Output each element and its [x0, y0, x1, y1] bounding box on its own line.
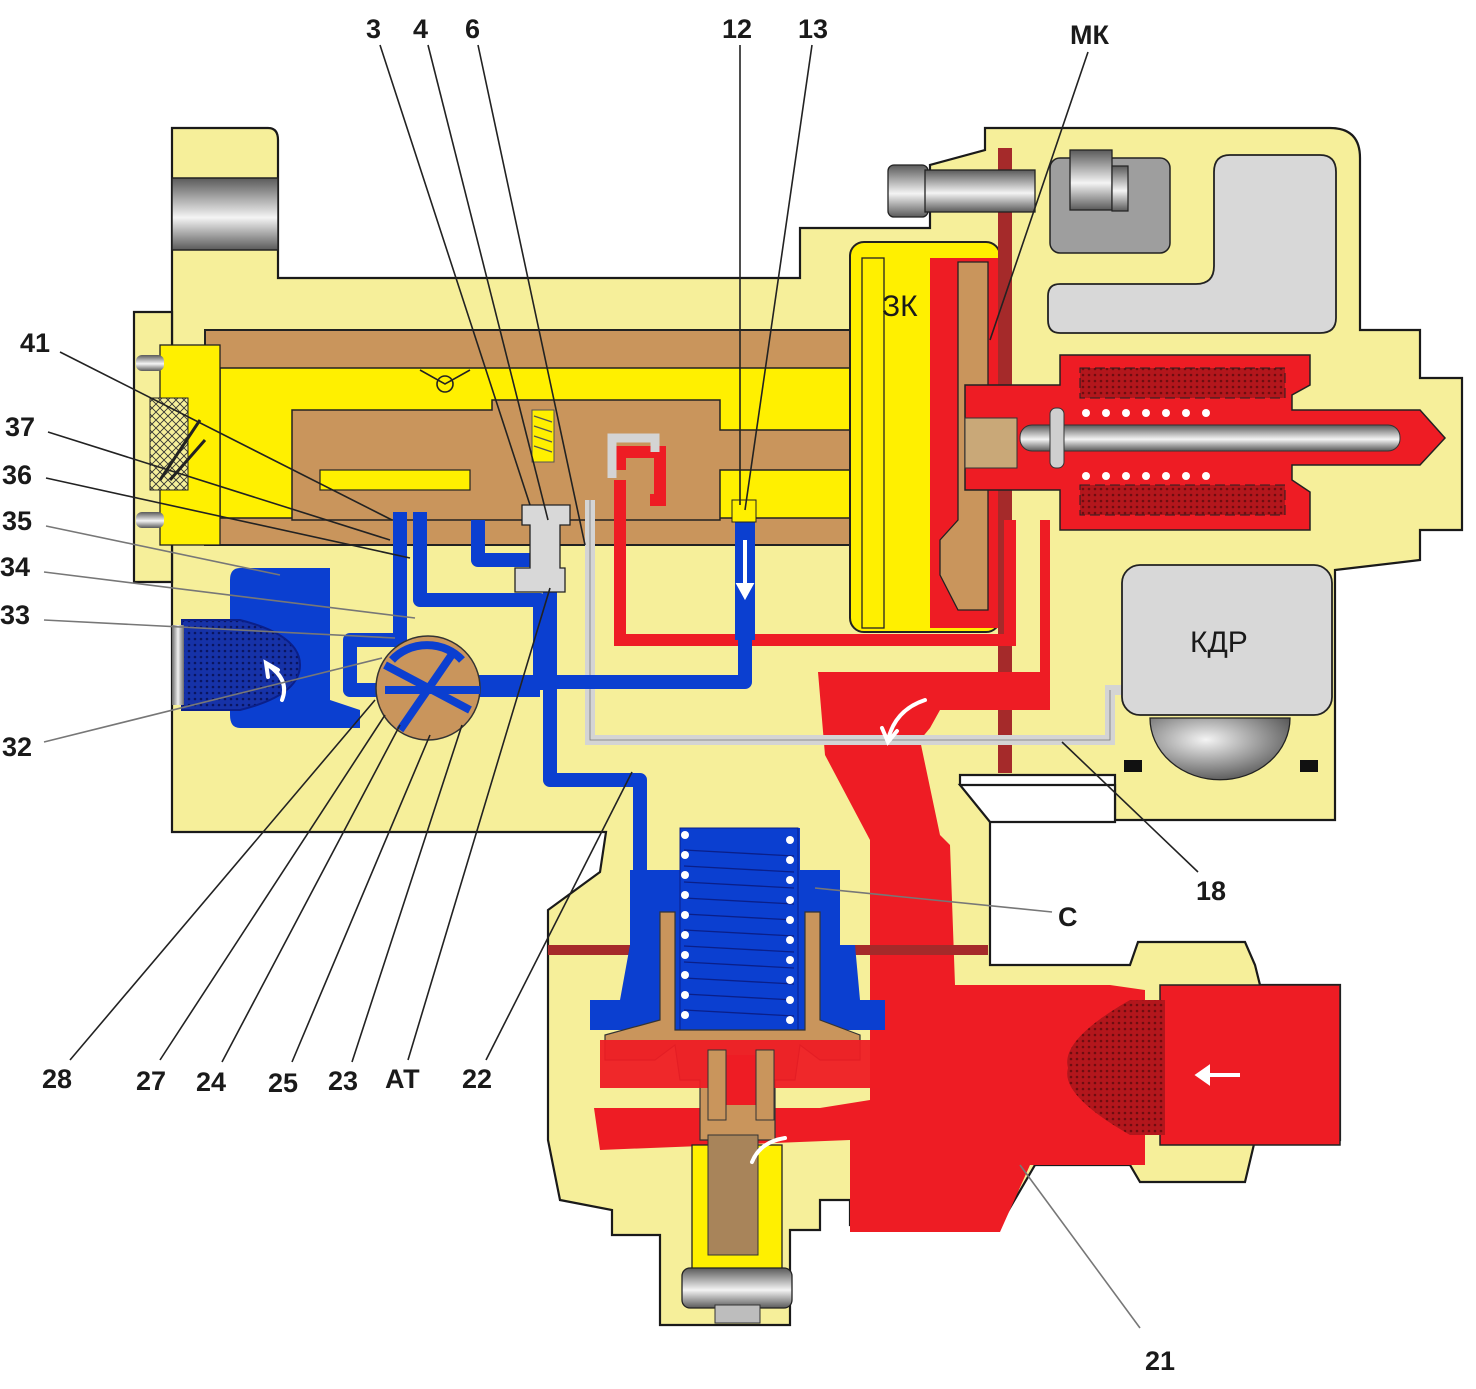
callout-32: 32: [2, 732, 32, 762]
piston-spring-small: [531, 409, 555, 463]
zk-label: ЗК: [882, 290, 918, 323]
diaphragm-spring-dots: [681, 831, 794, 1024]
callout-3: 3: [366, 14, 381, 44]
yellow-seat: [731, 499, 757, 523]
left-end-cap: [136, 344, 221, 546]
kdr-chamber: КДР: [1121, 564, 1333, 781]
callout-c: С: [1058, 902, 1078, 932]
straight-arrow-icon: [735, 540, 1240, 1086]
adjusting-bolt: [887, 149, 1171, 254]
latch-pivot: [419, 369, 471, 393]
blue-filter-cap: [181, 619, 302, 711]
bottom-plug: [681, 1134, 793, 1324]
callout-12: 12: [722, 14, 752, 44]
main-red-channel: [594, 520, 1145, 1232]
callout-37: 37: [5, 412, 35, 442]
leader-lines: [43, 44, 1199, 1329]
piston-inner-slot: [319, 469, 471, 491]
callout-28: 28: [42, 1064, 72, 1094]
callout-23: 23: [328, 1066, 358, 1096]
rotary-valve-ports: [383, 641, 480, 733]
callout-24: 24: [196, 1067, 226, 1097]
spring-coil-dots: [1082, 409, 1210, 480]
threaded-nut: [964, 417, 1018, 469]
callout-34: 34: [0, 552, 30, 582]
callout-13: 13: [798, 14, 828, 44]
callout-35: 35: [2, 506, 32, 536]
callout-mk: МК: [1070, 20, 1109, 50]
callout-25: 25: [268, 1068, 298, 1098]
spool-valve: [514, 504, 571, 593]
body-cutout: [957, 783, 1117, 824]
curved-arrow-icon: [263, 659, 927, 1164]
pressure-channels: [594, 446, 1341, 1232]
callout-labels: 3 4 6 12 13 МК 41 37 36 35 34 33 32 28 2…: [0, 14, 1226, 1376]
inlet-filter-mesh: [1067, 1000, 1165, 1135]
upper-grey-chamber: [1047, 154, 1337, 334]
inlet-filter-channel: [1159, 984, 1341, 1146]
solenoid-assembly: [964, 354, 1447, 531]
solenoid-rod: [1019, 424, 1401, 452]
callout-21: 21: [1145, 1346, 1175, 1376]
callout-4: 4: [413, 14, 428, 44]
mounting-bushing: [171, 177, 279, 251]
zk-chamber: ЗК: [849, 241, 1001, 633]
diaphragm-assembly: [548, 827, 988, 1141]
callout-6: 6: [465, 14, 480, 44]
callout-22: 22: [462, 1064, 492, 1094]
spring-coils: [533, 415, 553, 453]
callout-18: 18: [1196, 876, 1226, 906]
callout-36: 36: [2, 460, 32, 490]
callout-33: 33: [0, 600, 30, 630]
callout-at: АТ: [385, 1064, 420, 1094]
kdr-label: КДР: [1190, 626, 1248, 659]
callout-41: 41: [20, 328, 50, 358]
callout-27: 27: [136, 1066, 166, 1096]
grey-hook: [607, 433, 660, 478]
